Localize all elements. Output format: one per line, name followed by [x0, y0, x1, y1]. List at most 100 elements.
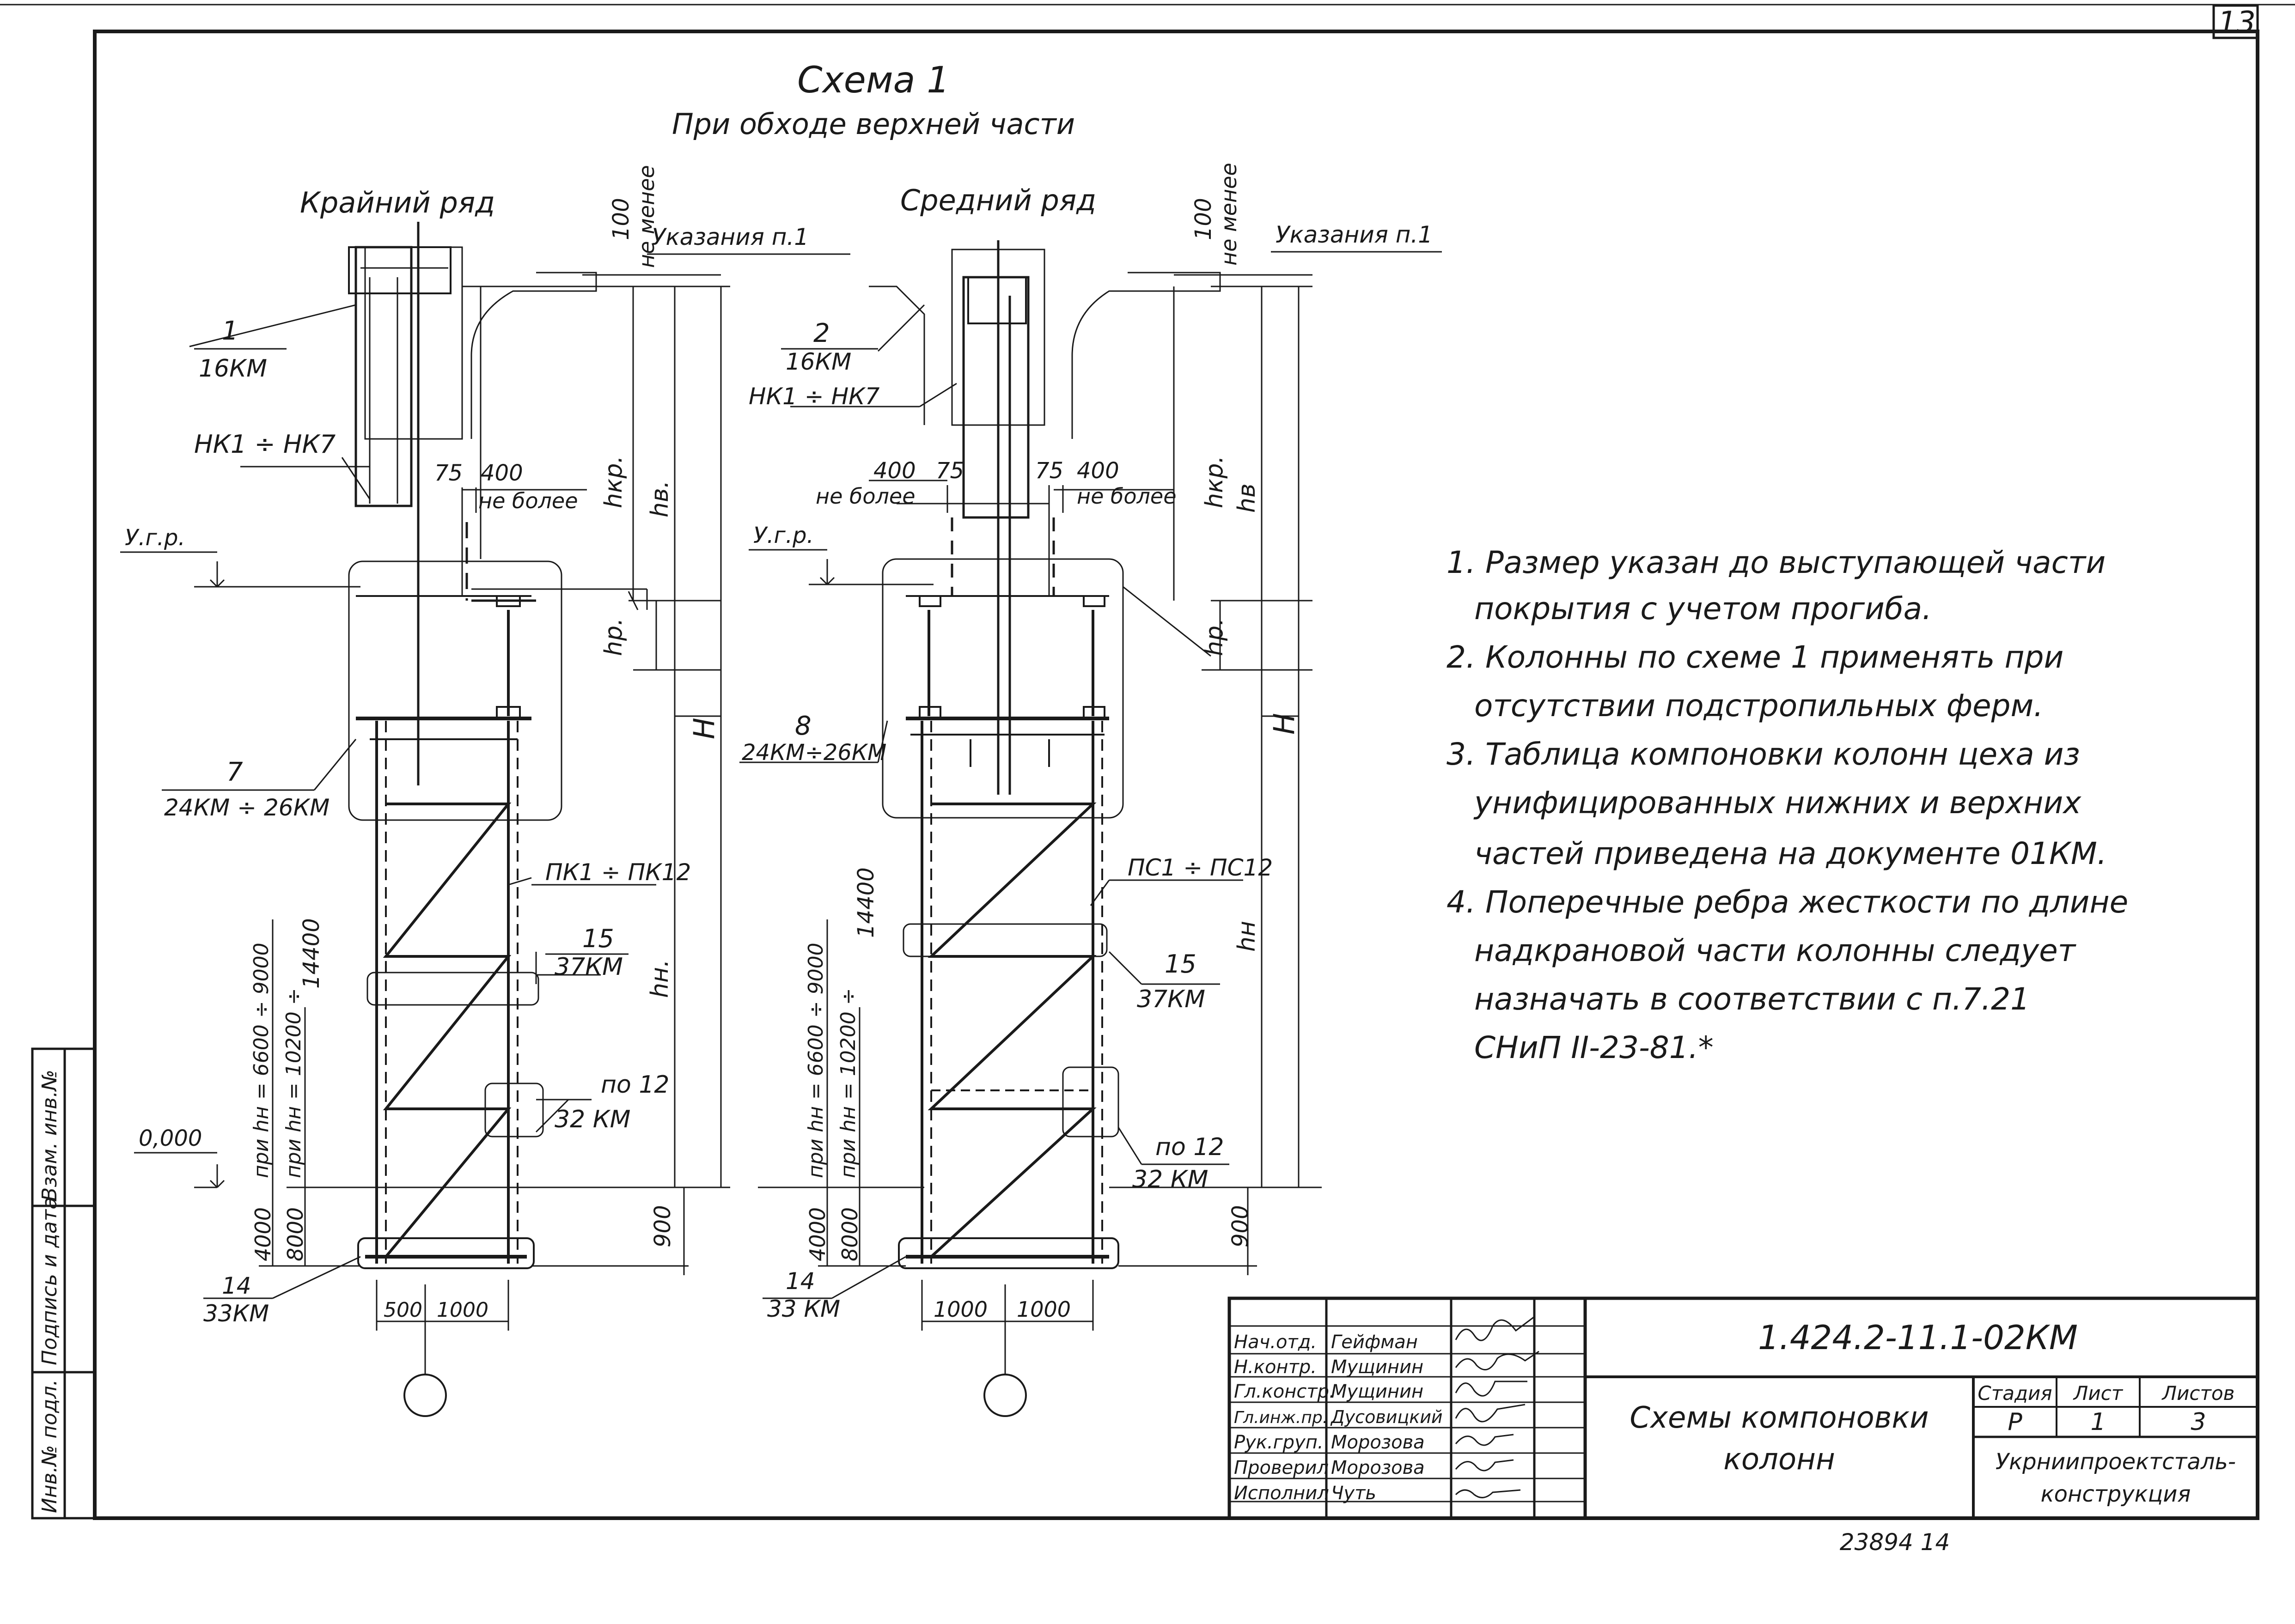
- edge-mark-15-doc: 37КМ: [555, 953, 623, 981]
- note-line-2: покрытия с учетом прогиба.: [1474, 591, 1932, 626]
- mid-dim-range-a: при hн = 6600 ÷ 9000: [804, 943, 828, 1178]
- mid-dim-1000-b: 1000: [1017, 1297, 1071, 1322]
- mid-h-v: hв: [1233, 483, 1261, 513]
- sheets-value: 3: [2191, 1408, 2206, 1436]
- mid-dim-400-left: 400: [873, 458, 916, 484]
- edge-mark-14-doc: 33КМ: [203, 1300, 269, 1327]
- mid-level-label: У.г.р.: [753, 523, 814, 548]
- doc-title-2: колонн: [1723, 1442, 1835, 1477]
- mid-mark-12-num: по 12: [1155, 1133, 1224, 1161]
- mid-dim-400-right: 400: [1077, 458, 1119, 484]
- edge-dim-500: 500: [384, 1298, 422, 1322]
- title-role-1: Нач.отд.: [1234, 1332, 1317, 1353]
- middle-row-column: [869, 240, 1221, 1417]
- org-name-2: конструкция: [2041, 1481, 2191, 1507]
- edge-dim-8000: 8000: [283, 1207, 308, 1261]
- edge-row-dimensions: [162, 274, 730, 1299]
- note-line-9: надкрановой части колонны следует: [1474, 933, 2077, 968]
- edge-mark-15-num: 15: [582, 924, 614, 953]
- edge-mark-14-num: 14: [222, 1272, 251, 1299]
- mid-dim-14400: 14400: [853, 867, 879, 938]
- mid-h-n: hн: [1233, 921, 1261, 952]
- edge-dim-range-a: при hн = 6600 ÷ 9000: [250, 943, 273, 1178]
- mid-not-less: не менее: [1216, 163, 1241, 266]
- note-line-10: назначать в соответствии с п.7.21: [1474, 981, 2030, 1017]
- title-name-1: Гейфман: [1331, 1332, 1418, 1353]
- mid-mark-15-doc: 37КМ: [1137, 985, 1205, 1013]
- mid-nk-label: НК1 ÷ НК7: [749, 383, 880, 410]
- edge-h-kr: hкр.: [600, 456, 628, 508]
- mid-mark-14-doc: 33 КМ: [767, 1296, 840, 1322]
- mid-dim-100: 100: [1190, 198, 1216, 240]
- edge-zero-level: 0,000: [139, 1125, 202, 1151]
- edge-level-label: У.г.р.: [125, 525, 185, 551]
- mid-mark-2-doc: 16КМ: [786, 348, 851, 375]
- sheet-value: 1: [2090, 1408, 2106, 1436]
- middle-row-heading: Средний ряд: [900, 183, 1096, 217]
- edge-dim-100: 100: [608, 198, 634, 240]
- edge-h-v: hв.: [646, 481, 674, 517]
- side-stamp-sign: Подпись и дата: [38, 1197, 61, 1365]
- mid-note-ref: Указания п.1: [1276, 221, 1433, 248]
- title-role-3: Гл.констр.: [1234, 1381, 1335, 1402]
- note-line-3: 2. Колонны по схеме 1 применять при: [1447, 639, 2063, 675]
- edge-not-less: не менее: [634, 165, 659, 268]
- mid-mark-14-num: 14: [786, 1268, 815, 1295]
- mid-dim-75-right: 75: [1035, 458, 1063, 484]
- notes-block: 1. Размер указан до выступающей части по…: [1447, 545, 2128, 1065]
- title-role-6: Проверил: [1234, 1457, 1329, 1478]
- mid-dim-range-b: при hн = 10200 ÷: [836, 988, 860, 1178]
- mid-dim-75-left: 75: [936, 458, 964, 484]
- doc-code: 1.424.2-11.1-02КМ: [1758, 1318, 2078, 1357]
- middle-row-dimensions: [739, 274, 1322, 1299]
- signatures: [1455, 1316, 1539, 1498]
- edge-mark-1-num: 1: [222, 316, 238, 346]
- stage-value: Р: [2008, 1408, 2022, 1436]
- edge-pk-label: ПК1 ÷ ПК12: [545, 859, 691, 886]
- sheet-header: Лист: [2073, 1382, 2124, 1405]
- schema-title: Схема 1: [797, 60, 950, 101]
- title-role-2: Н.контр.: [1234, 1356, 1317, 1378]
- edge-mark-1-doc: 16КМ: [199, 355, 267, 383]
- edge-dim-400: 400: [481, 460, 523, 486]
- doc-title-1: Схемы компоновки: [1630, 1401, 1929, 1435]
- mid-not-more-right: не более: [1077, 484, 1177, 509]
- note-line-11: СНиП II-23-81.*: [1474, 1030, 1714, 1065]
- sheets-header: Листов: [2161, 1382, 2235, 1405]
- mid-h-r: hр.: [1201, 618, 1228, 657]
- note-line-6: унифицированных нижних и верхних: [1473, 785, 2081, 821]
- mid-h-kr: hкр.: [1201, 456, 1228, 508]
- edge-nk-label: НК1 ÷ НК7: [194, 430, 336, 459]
- edge-dim-range-b: при hн = 10200 ÷: [282, 988, 305, 1178]
- title-role-4: Гл.инж.пр.: [1234, 1408, 1328, 1427]
- stage-header: Стадия: [1978, 1382, 2052, 1405]
- edge-dim-900: 900: [650, 1205, 676, 1247]
- mid-dim-8000: 8000: [837, 1207, 862, 1261]
- mid-not-more-left: не более: [816, 484, 916, 509]
- mid-pc-label: ПС1 ÷ ПС12: [1128, 854, 1273, 881]
- note-line-4: отсутствии подстропильных ферм.: [1474, 688, 2043, 724]
- mid-mark-8-num: 8: [795, 711, 812, 741]
- schema-subtitle: При обходе верхней части: [672, 107, 1075, 141]
- edge-mark-7-doc: 24КМ ÷ 26КМ: [164, 794, 330, 821]
- edge-row-column: [348, 222, 597, 1417]
- side-stamp-inv: Инв.№ подл.: [38, 1379, 61, 1513]
- title-name-7: Чуть: [1331, 1483, 1376, 1504]
- title-role-7: Исполнил: [1234, 1483, 1329, 1504]
- edge-dim-4000: 4000: [250, 1207, 275, 1261]
- edge-row-heading: Крайний ряд: [300, 186, 495, 219]
- edge-H: H: [687, 718, 721, 739]
- title-block: [1227, 1296, 2259, 1520]
- title-name-2: Мущинин: [1331, 1356, 1423, 1378]
- side-stamp-replace: Взам. инв.№: [38, 1070, 61, 1201]
- title-name-3: Мущинин: [1331, 1381, 1423, 1402]
- mid-H: H: [1267, 713, 1301, 735]
- title-name-6: Морозова: [1331, 1457, 1425, 1478]
- edge-dim-75: 75: [434, 460, 463, 486]
- org-name-1: Укрниипроектсталь-: [1996, 1449, 2236, 1475]
- footer-number: 23894 14: [1840, 1529, 1950, 1556]
- title-role-5: Рук.груп.: [1234, 1432, 1324, 1453]
- edge-mark-7-num: 7: [226, 757, 243, 787]
- edge-dim-14400: 14400: [299, 918, 324, 989]
- edge-not-more: не более: [478, 488, 578, 513]
